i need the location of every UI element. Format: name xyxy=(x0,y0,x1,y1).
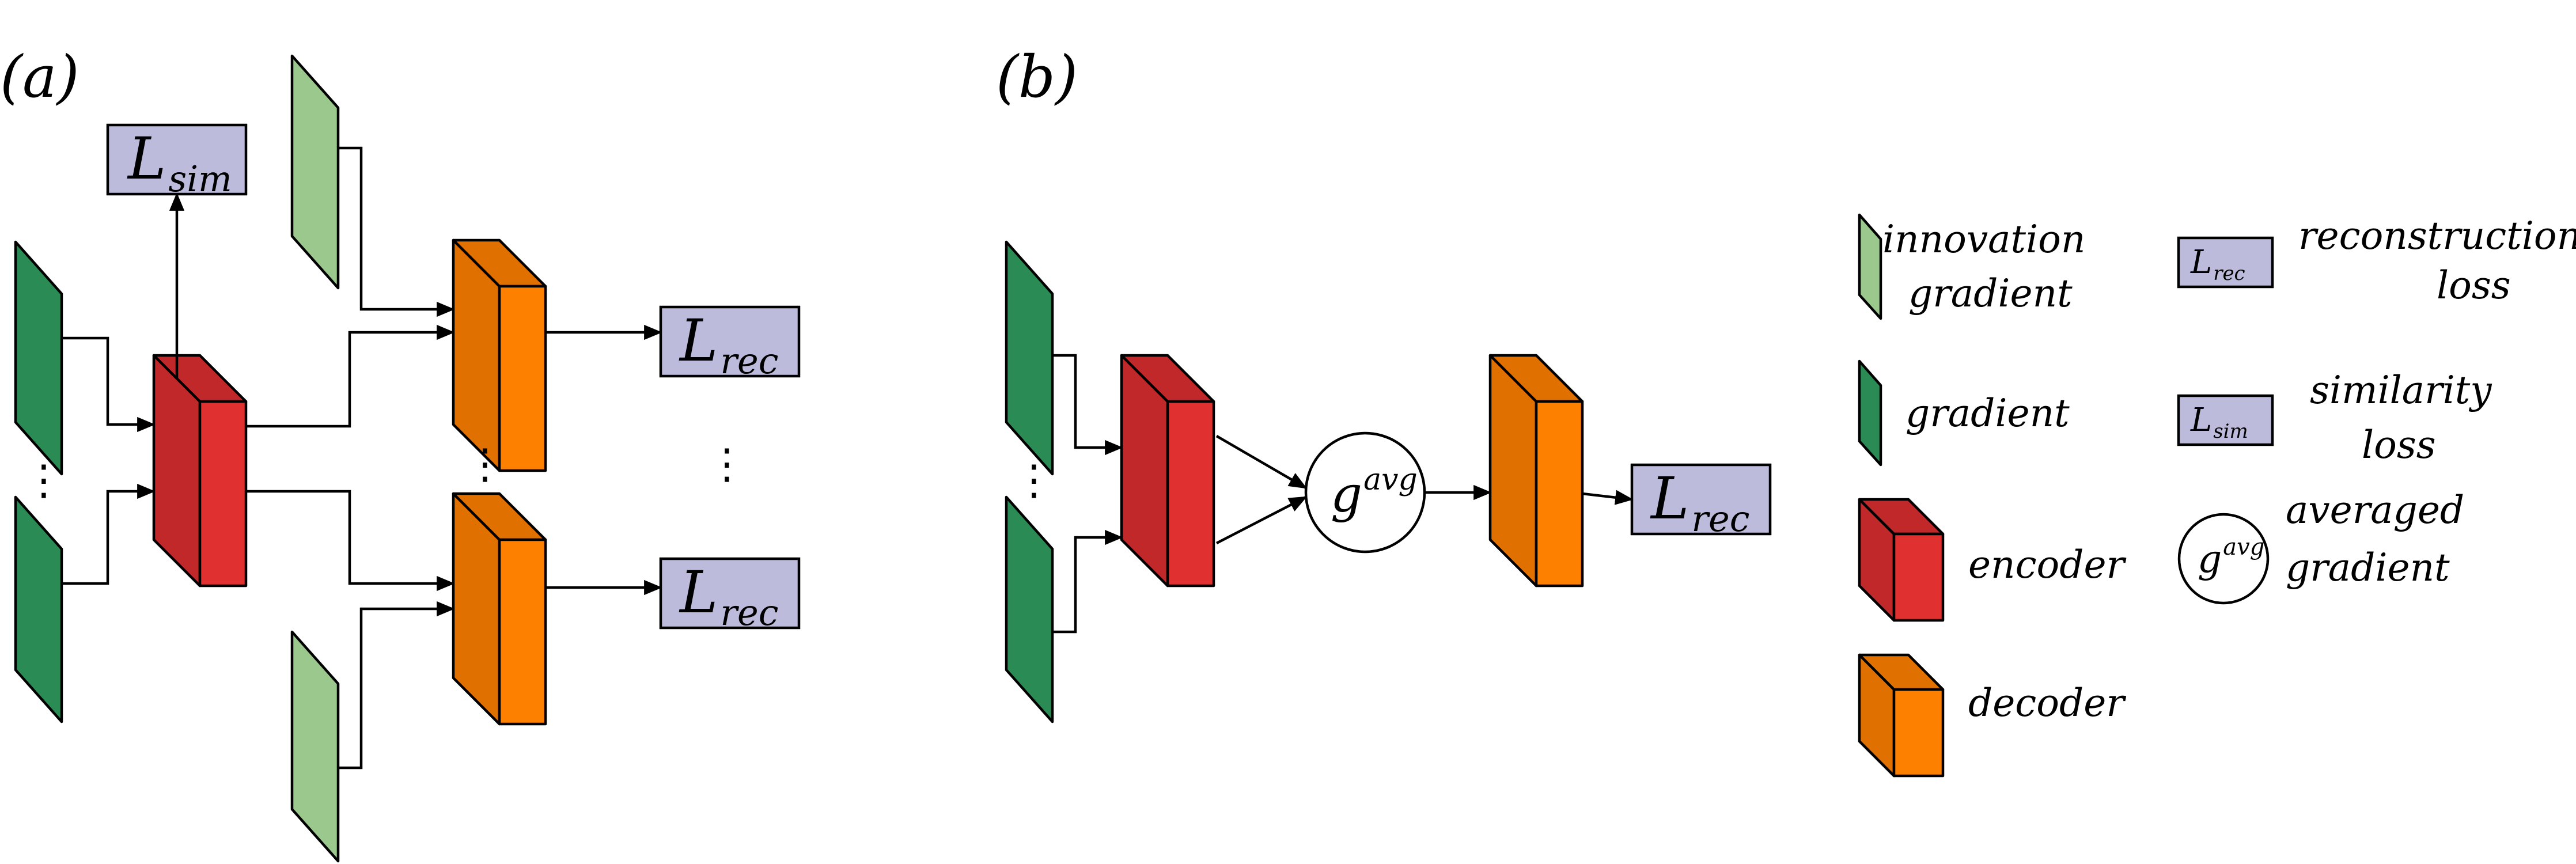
legend-encoder-label: encoder xyxy=(1968,543,2127,587)
svg-text:Lsim: Lsim xyxy=(2190,401,2248,443)
rec-loss-box: Lrec xyxy=(659,557,801,634)
legend-decoder-label: decoder xyxy=(1968,681,2126,725)
svg-text:gavg: gavg xyxy=(1331,463,1418,524)
decoder-block xyxy=(1490,355,1582,586)
svg-text:Lrec: Lrec xyxy=(2190,244,2245,285)
rec-loss-box: Lrec xyxy=(1630,463,1772,540)
average-node: gavg xyxy=(1304,431,1426,554)
legend-decoder-swatch xyxy=(1859,655,1943,776)
encoder-block xyxy=(1122,355,1214,586)
ellipsis: ⋮ xyxy=(23,456,65,504)
gradient-shape xyxy=(1005,240,1054,476)
legend-innovation-gradient-swatch xyxy=(1858,213,1882,320)
connector-arrows xyxy=(1052,354,1634,634)
rec-loss-box: Lrec xyxy=(659,305,801,382)
legend-gradient-swatch xyxy=(1858,359,1882,467)
legend-rec-loss-swatch: Lrec xyxy=(2177,236,2274,289)
legend-gradient-label: gradient xyxy=(1906,391,2070,435)
legend-innovation-gradient-label: innovation gradient xyxy=(1882,217,2097,316)
innovation-gradient-shape xyxy=(290,54,340,290)
svg-text:Lrec: Lrec xyxy=(679,559,778,634)
gradient-shape xyxy=(1005,495,1054,723)
svg-text:Lrec: Lrec xyxy=(679,307,778,382)
legend-encoder-swatch xyxy=(1859,499,1943,620)
connector-arrows xyxy=(62,146,662,770)
gradient-shape xyxy=(14,495,63,723)
innovation-gradient-shape xyxy=(290,630,340,863)
svg-text:gavg: gavg xyxy=(2198,534,2264,581)
gradient-shape xyxy=(14,240,63,476)
panel-a-label: (a) xyxy=(0,43,79,111)
panel-b-label: (b) xyxy=(996,43,1078,111)
legend: innovation gradient gradient encoder dec… xyxy=(1858,213,2576,776)
svg-text:Lrec: Lrec xyxy=(1650,465,1749,540)
legend-sim-loss-label: similarity loss xyxy=(2310,368,2504,467)
decoder-block xyxy=(453,494,545,724)
legend-sim-loss-swatch: Lsim xyxy=(2177,394,2274,446)
encoder-block xyxy=(154,355,246,586)
legend-rec-loss-label: reconstruction loss xyxy=(2298,214,2576,308)
ellipsis: ⋮ xyxy=(1013,456,1055,504)
legend-average-node-swatch: gavg xyxy=(2177,513,2270,605)
legend-average-label: averaged gradient xyxy=(2286,488,2476,590)
ellipsis: ⋮ xyxy=(464,439,506,488)
svg-text:Lsim: Lsim xyxy=(127,125,232,200)
sim-loss-box: Lsim xyxy=(106,123,248,200)
ellipsis: ⋮ xyxy=(706,439,748,488)
decoder-block xyxy=(453,240,545,471)
